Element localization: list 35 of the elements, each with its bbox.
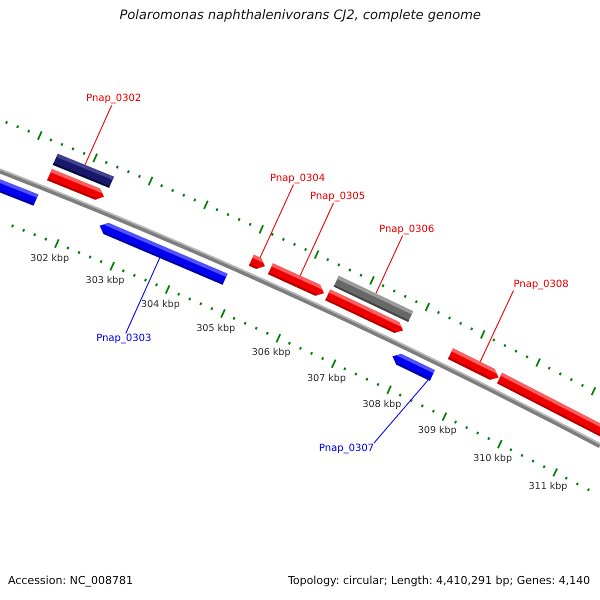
leader-line [373,380,429,444]
gene-feature [325,289,404,333]
scale-label: 308 kbp [362,400,402,411]
accession-text: Accession: NC_008781 [8,575,134,588]
scale-label: 305 kbp [196,324,236,335]
genome-summary-text: Topology: circular; Length: 4,410,291 bp; Genes: 4,140 [288,575,590,588]
gene-label: Pnap_0305 [310,190,366,202]
gene-feature [46,169,104,200]
gene-label: Pnap_0308 [514,278,569,290]
gene-bar [497,372,600,436]
leader-line [375,235,404,294]
gene-label: Pnap_0302 [86,93,142,105]
scale-label: 310 kbp [473,454,512,465]
scale-label: 309 kbp [418,426,457,438]
leader-line [260,184,294,258]
gene-feature [248,254,265,269]
gene-bar [0,179,38,206]
scale-label: 307 kbp [307,374,346,384]
scale-label: 311 kbp [528,482,568,493]
scale-label: 306 kbp [252,348,290,360]
gene-feature [448,348,499,380]
gene-label: Pnap_0307 [318,443,374,455]
leader-line [480,290,514,362]
leader-line [125,257,160,334]
leader-line [300,202,334,276]
gene-feature [268,263,324,296]
gene-feature [392,354,435,381]
diagram-title: Polaromonas naphthalenivorans CJ2, complete genome [120,9,481,24]
gene-label: Pnap_0304 [270,172,326,184]
scale-label: 302 kbp [30,254,69,265]
leader-line [84,104,112,166]
scale-label: 304 kbp [141,300,180,311]
scale-label: 303 kbp [86,276,124,288]
gene-label: Pnap_0306 [379,224,434,236]
gene-label: Pnap_0303 [96,333,152,345]
